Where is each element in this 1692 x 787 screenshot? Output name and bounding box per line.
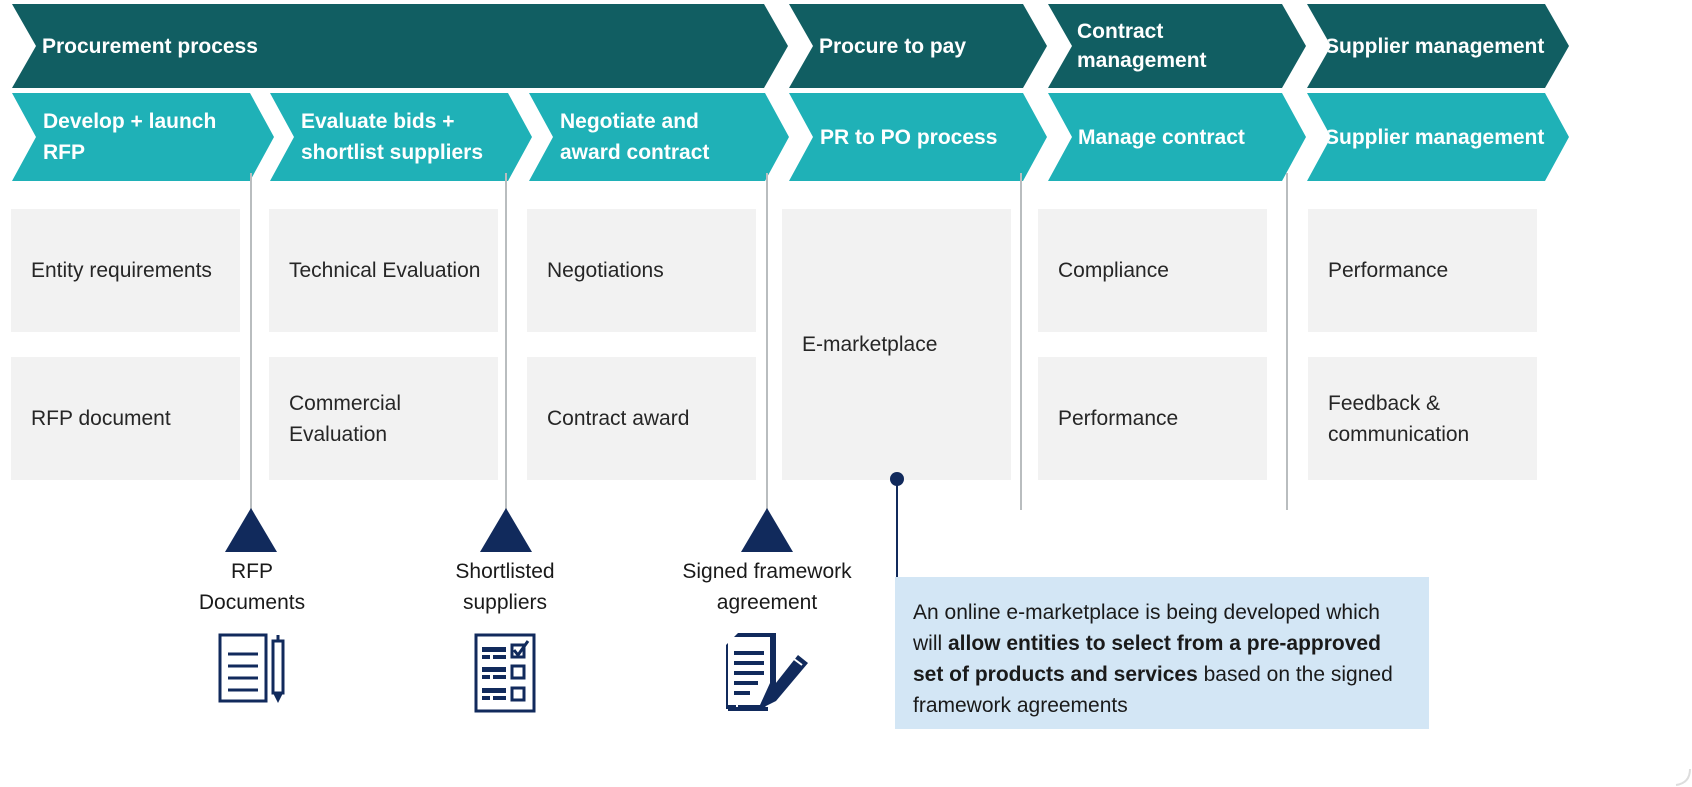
output-label-line: agreement <box>716 591 818 614</box>
activity-label: Commercial Evaluation <box>289 391 402 446</box>
connector-line <box>766 173 768 515</box>
callout-pin-line <box>896 484 898 580</box>
output-label-shortlisted-suppliers: Shortlisted suppliers <box>415 556 595 618</box>
activity-box: Contract award <box>527 357 756 480</box>
activity-label: RFP document <box>31 407 171 430</box>
document-pen-icon <box>218 633 285 703</box>
step-label-line: Manage contract <box>1078 125 1245 149</box>
activity-label: Feedback & communication <box>1328 391 1470 446</box>
output-label-line: suppliers <box>462 591 548 614</box>
stage-procure-to-pay: Procure to pay <box>789 4 1047 88</box>
output-label-line: RFP <box>231 560 273 583</box>
stage-contract-management: Contract management <box>1048 4 1306 88</box>
milestone-triangle-icon <box>225 508 277 552</box>
activity-label: Performance <box>1328 259 1449 282</box>
callout-text-bold: allow entities to select from a pre-appr… <box>913 632 1381 686</box>
step-label-line: award contract <box>560 141 710 164</box>
callout-pin-dot <box>890 472 904 486</box>
activity-box: Feedback & communication <box>1308 357 1537 480</box>
activity-label: Technical Evaluation <box>289 259 481 282</box>
output-label-line: Documents <box>198 591 306 614</box>
activity-box: Performance <box>1308 209 1537 332</box>
stage-label: Contract management <box>1077 20 1207 72</box>
step-supplier-management: Supplier management <box>1307 93 1569 181</box>
stage-supplier-management: Supplier management <box>1307 4 1569 88</box>
page-corner-mark <box>1675 768 1691 786</box>
connector-line <box>1286 173 1288 510</box>
connector-line <box>1020 173 1022 510</box>
connector-line <box>505 173 507 515</box>
output-label-signed-agreement: Signed framework agreement <box>657 556 877 618</box>
step-negotiate-award: Negotiate and award contract <box>529 93 789 181</box>
activity-box: E-marketplace <box>782 209 1011 480</box>
step-label-line: PR to PO process <box>820 125 998 149</box>
output-label-rfp-documents: RFP Documents <box>162 556 342 618</box>
step-label-line: RFP <box>43 141 85 164</box>
output-label-line: Shortlisted <box>455 560 555 583</box>
callout-text: based on the signed framework agreements <box>913 663 1393 717</box>
checklist-icon <box>474 633 536 713</box>
stage-label: Supplier management <box>1325 34 1545 58</box>
activity-box: Commercial Evaluation <box>269 357 498 480</box>
connector-line <box>250 173 252 515</box>
output-label-line: Signed framework <box>682 560 852 583</box>
step-manage-contract: Manage contract <box>1048 93 1306 181</box>
activity-label: Contract award <box>547 407 690 430</box>
activity-label: E-marketplace <box>802 333 938 356</box>
stage-label: Procure to pay <box>819 34 967 58</box>
e-marketplace-callout: An online e-marketplace is being develop… <box>895 577 1429 729</box>
signed-document-icon <box>726 633 808 711</box>
activity-box: Compliance <box>1038 209 1267 332</box>
stage-label: Procurement process <box>42 34 258 58</box>
activity-box: Entity requirements <box>11 209 240 332</box>
milestone-triangle-icon <box>480 508 532 552</box>
activity-label: Entity requirements <box>31 259 212 282</box>
activity-box: Negotiations <box>527 209 756 332</box>
step-evaluate-bids: Evaluate bids + shortlist suppliers <box>270 93 532 181</box>
step-label-line: shortlist suppliers <box>301 141 484 164</box>
activity-box: RFP document <box>11 357 240 480</box>
activity-box: Technical Evaluation <box>269 209 498 332</box>
activity-label: Performance <box>1058 407 1179 430</box>
activity-label: Compliance <box>1058 259 1169 282</box>
milestone-triangle-icon <box>741 508 793 552</box>
activity-label: Negotiations <box>547 259 664 282</box>
step-develop-launch-rfp: Develop + launch RFP <box>12 93 274 181</box>
callout-text: An online e-marketplace is being develop… <box>913 601 1380 655</box>
step-label-line: Develop + launch <box>43 110 217 133</box>
step-pr-to-po: PR to PO process <box>789 93 1047 181</box>
activity-box: Performance <box>1038 357 1267 480</box>
stage-procurement-process: Procurement process <box>12 4 788 88</box>
step-label-line: Negotiate and <box>560 110 699 133</box>
step-label-line: Supplier management <box>1325 125 1545 149</box>
step-label-line: Evaluate bids + <box>301 110 455 133</box>
